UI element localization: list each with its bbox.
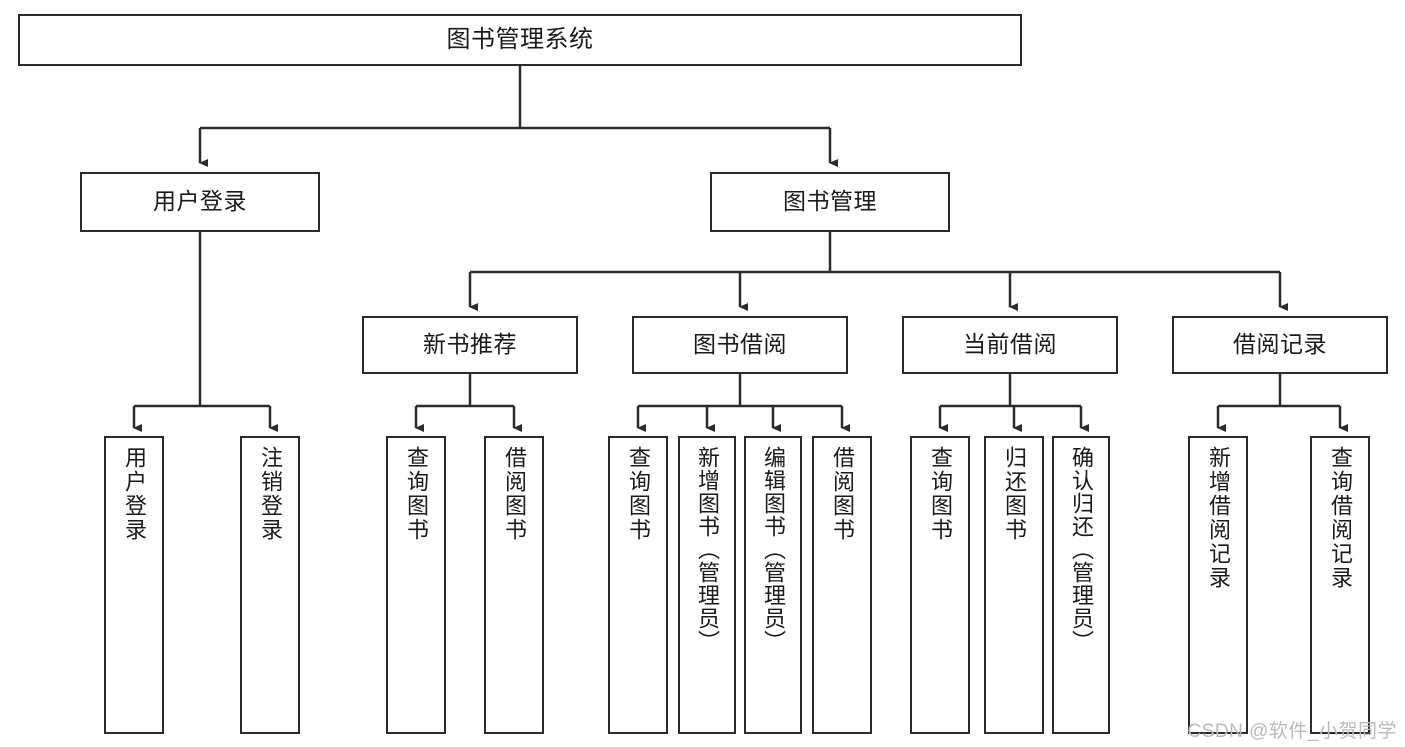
node-borrow-record-label: 借阅记录 xyxy=(1233,331,1327,358)
leaf-query-borrow-record[interactable]: 查询借阅记录 xyxy=(1310,436,1370,734)
leaf-edit-book-label: 编辑图书（管理员） xyxy=(761,446,786,653)
node-book-manage[interactable]: 图书管理 xyxy=(710,172,950,232)
leaf-confirm-return[interactable]: 确认归还（管理员） xyxy=(1052,436,1110,734)
leaf-add-book[interactable]: 新增图书（管理员） xyxy=(678,436,736,734)
node-book-borrow[interactable]: 图书借阅 xyxy=(632,316,848,374)
leaf-user-login[interactable]: 用户登录 xyxy=(104,436,164,734)
leaf-add-borrow-record[interactable]: 新增借阅记录 xyxy=(1188,436,1248,734)
node-book-borrow-label: 图书借阅 xyxy=(693,331,787,358)
leaf-query-book-1-label: 查询图书 xyxy=(404,446,429,542)
leaf-return-book-label: 归还图书 xyxy=(1002,446,1027,542)
node-borrow-record[interactable]: 借阅记录 xyxy=(1172,316,1388,374)
leaf-query-book-1[interactable]: 查询图书 xyxy=(386,436,446,734)
leaf-query-book-3-label: 查询图书 xyxy=(928,446,953,542)
leaf-return-book[interactable]: 归还图书 xyxy=(984,436,1044,734)
leaf-query-borrow-record-label: 查询借阅记录 xyxy=(1328,446,1353,590)
node-root[interactable]: 图书管理系统 xyxy=(18,14,1022,66)
node-book-manage-label: 图书管理 xyxy=(783,188,877,215)
leaf-borrow-book-1[interactable]: 借阅图书 xyxy=(484,436,544,734)
node-user-login[interactable]: 用户登录 xyxy=(80,172,320,232)
leaf-user-logout-label: 注销登录 xyxy=(258,446,283,542)
leaf-query-book-2-label: 查询图书 xyxy=(626,446,651,542)
watermark-text: CSDN @软件_小贺同学 xyxy=(1187,721,1397,742)
node-root-label: 图书管理系统 xyxy=(446,25,594,53)
leaf-borrow-book-1-label: 借阅图书 xyxy=(502,446,527,542)
leaf-borrow-book-2-label: 借阅图书 xyxy=(830,446,855,542)
leaf-user-login-label: 用户登录 xyxy=(122,446,147,542)
leaf-confirm-return-label: 确认归还（管理员） xyxy=(1069,446,1094,653)
leaf-borrow-book-2[interactable]: 借阅图书 xyxy=(812,436,872,734)
node-new-book-recommend-label: 新书推荐 xyxy=(423,331,517,358)
leaf-user-logout[interactable]: 注销登录 xyxy=(240,436,300,734)
node-current-borrow[interactable]: 当前借阅 xyxy=(902,316,1118,374)
leaf-edit-book[interactable]: 编辑图书（管理员） xyxy=(744,436,802,734)
leaf-query-book-2[interactable]: 查询图书 xyxy=(608,436,668,734)
node-new-book-recommend[interactable]: 新书推荐 xyxy=(362,316,578,374)
node-current-borrow-label: 当前借阅 xyxy=(963,331,1057,358)
leaf-query-book-3[interactable]: 查询图书 xyxy=(910,436,970,734)
leaf-add-book-label: 新增图书（管理员） xyxy=(695,446,720,653)
leaf-add-borrow-record-label: 新增借阅记录 xyxy=(1206,446,1231,590)
node-user-login-label: 用户登录 xyxy=(153,188,247,215)
